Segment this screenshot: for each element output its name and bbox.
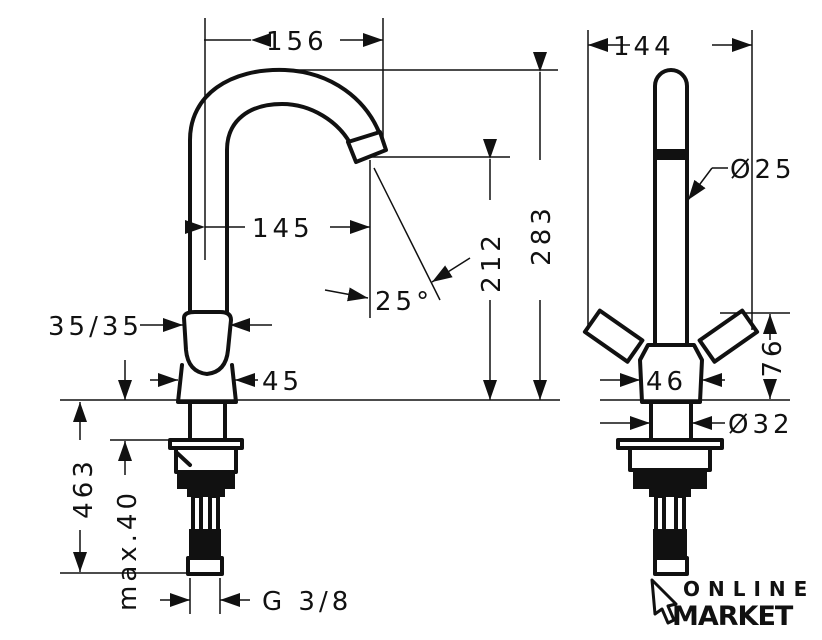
dim-max-deck: max.40	[113, 489, 143, 611]
dim-body-width: 45	[262, 367, 303, 397]
cursor-icon	[650, 578, 678, 625]
online-market-logo: ONLINE MARKET	[650, 577, 815, 632]
front-view-faucet	[582, 68, 760, 576]
dim-spout-diameter: Ø25	[730, 155, 796, 185]
logo-line2: MARKET	[672, 601, 794, 632]
dim-spout-reach: 156	[266, 27, 328, 57]
dim-handle-size: 35/35	[48, 312, 143, 342]
side-view-faucet	[168, 67, 388, 576]
dim-base-diameter: Ø32	[728, 410, 794, 440]
side-view-dimensions: 156 145 283 212 25° 35/35 45 463 max.40 …	[48, 18, 560, 617]
dim-outlet-reach: 145	[252, 214, 314, 244]
logo-line1: ONLINE	[683, 577, 815, 601]
front-view-dimensions: 144 Ø25 76 46 Ø32	[587, 30, 796, 440]
dim-connection: G 3/8	[262, 587, 352, 617]
dim-handle-height: 76	[758, 336, 788, 377]
dim-front-body-width: 46	[646, 367, 687, 397]
dim-outlet-height: 212	[477, 231, 507, 293]
dim-handle-span: 144	[613, 32, 675, 62]
dim-total-height: 283	[527, 204, 557, 266]
dim-spout-angle: 25°	[375, 287, 433, 317]
dim-max-thickness: 463	[69, 457, 99, 519]
